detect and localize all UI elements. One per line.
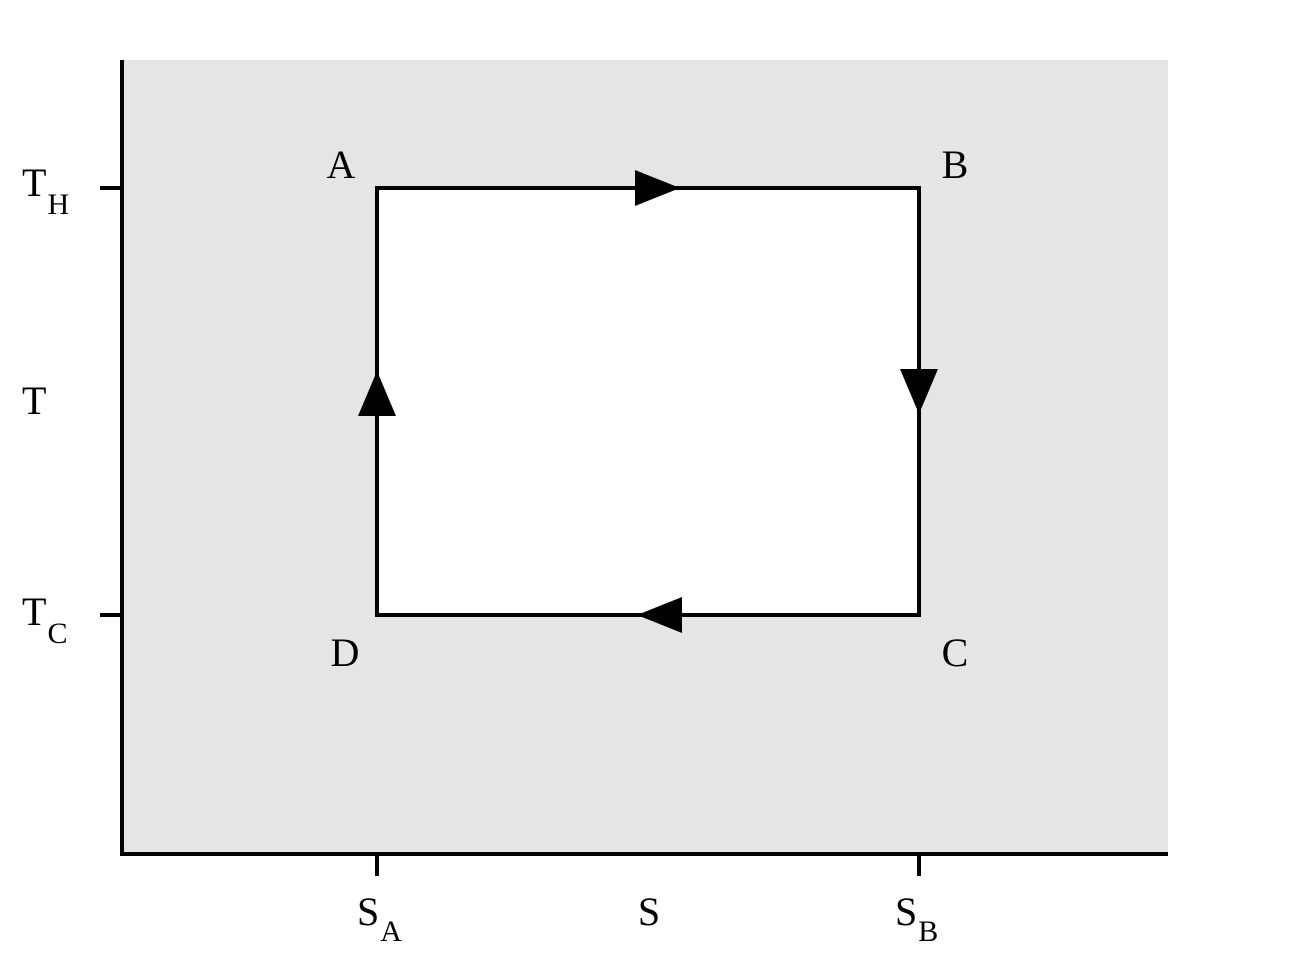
x-tick-label-sb-main: S	[895, 889, 917, 934]
y-tick-label-th: TH	[22, 160, 69, 221]
y-tick-label-th-main: T	[22, 160, 46, 205]
y-tick-label-tc-sub: C	[47, 617, 67, 650]
x-axis-label: S	[638, 889, 660, 934]
x-tick-label-sa-main: S	[357, 889, 379, 934]
arrow-up-icon	[358, 371, 396, 416]
corner-label-b: B	[942, 142, 969, 187]
y-axis-label: T	[22, 378, 46, 423]
cycle-region	[377, 188, 919, 615]
y-tick-label-tc: TC	[22, 589, 67, 650]
x-tick-label-sa: SA	[357, 889, 402, 948]
y-tick-label-tc-main: T	[22, 589, 46, 634]
x-tick-label-sa-sub: A	[380, 915, 402, 948]
corner-label-d: D	[331, 630, 360, 675]
corner-label-c: C	[942, 630, 969, 675]
arrow-right-icon	[635, 170, 680, 206]
arrow-down-icon	[900, 369, 938, 414]
x-tick-label-sb-sub: B	[918, 915, 938, 948]
arrow-left-icon	[637, 597, 682, 633]
x-tick-label-sb: SB	[895, 889, 938, 948]
corner-label-a: A	[327, 142, 356, 187]
y-tick-label-th-sub: H	[47, 188, 69, 221]
